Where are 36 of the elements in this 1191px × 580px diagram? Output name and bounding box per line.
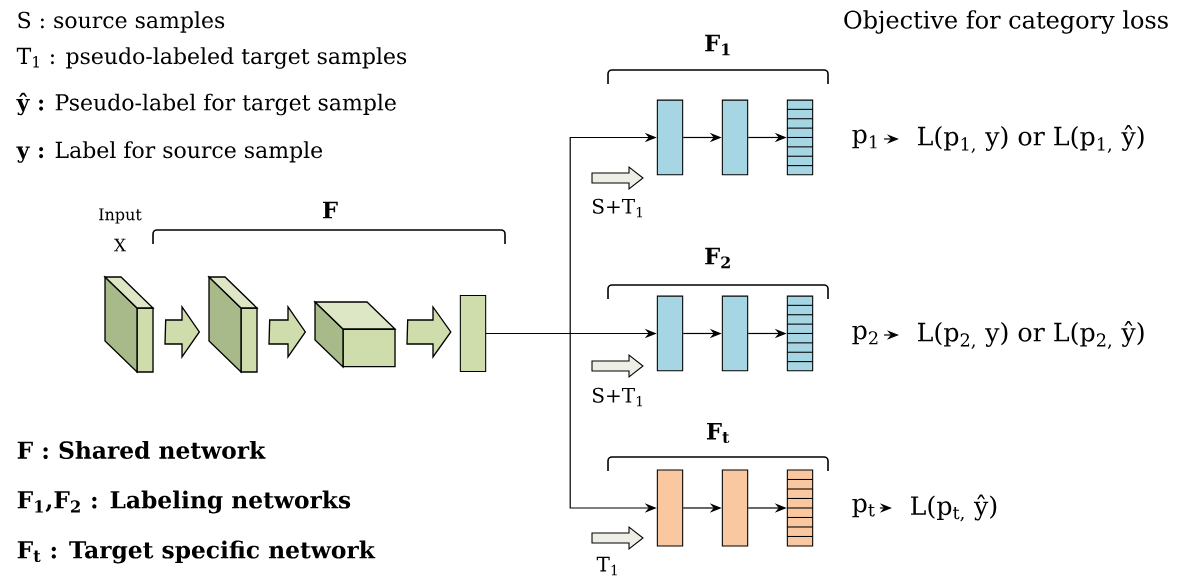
bracket-label: F$_{2}$: [705, 247, 730, 269]
bracket-label: F: [323, 201, 338, 219]
flow-label: S+T$_{1}$: [593, 198, 643, 218]
output-layer-bar: [786, 469, 814, 547]
loss-formula: L(p$_{t,}$ ŷ): [911, 494, 997, 522]
input-label: Input: [99, 208, 142, 224]
key-text: S : source samples: [18, 11, 225, 33]
key-text: F : Shared network: [17, 440, 266, 459]
layer-bar: [656, 295, 684, 372]
flow-label: T$_{1}$: [596, 556, 617, 576]
block-arrow: [268, 304, 307, 360]
layer-bar: [721, 99, 749, 176]
layer-bar: [721, 295, 749, 372]
layer-bar: [656, 469, 684, 547]
key-text: F$_{t}$ : Target specific network: [17, 540, 376, 564]
key-text: y : Label for source sample: [16, 141, 323, 163]
loss-formula: L(p$_{1,}$ y) or L(p$_{1,}$ ŷ): [918, 125, 1144, 153]
output-layer-bar: [786, 99, 814, 176]
layer-bar: [656, 99, 684, 176]
bracket-label: F$_{t}$: [707, 422, 730, 444]
output-label: p$_{1}$: [852, 129, 877, 149]
output-layer-bar: [786, 295, 814, 372]
feature-vector-bar: [459, 294, 487, 373]
input-label: X: [113, 238, 127, 252]
output-label: p$_{2}$: [852, 325, 878, 345]
output-label: p$_{t}$: [852, 498, 875, 518]
heading-text: Objective for category loss: [844, 10, 1168, 34]
layer-bar: [721, 469, 749, 547]
block-arrow: [406, 304, 452, 360]
bracket-label: F$_{1}$: [705, 34, 730, 56]
flow-label: S+T$_{1}$: [593, 387, 643, 407]
key-text: T$_{1}$ : pseudo-labeled target samples: [16, 47, 407, 69]
loss-formula: L(p$_{2,}$ y) or L(p$_{2,}$ ŷ): [918, 321, 1144, 349]
block-arrow: [164, 304, 201, 360]
key-text: ŷ : Pseudo-label for target sample: [16, 92, 396, 116]
key-text: F$_{1}$,F$_{2}$ : Labeling networks: [17, 490, 351, 514]
